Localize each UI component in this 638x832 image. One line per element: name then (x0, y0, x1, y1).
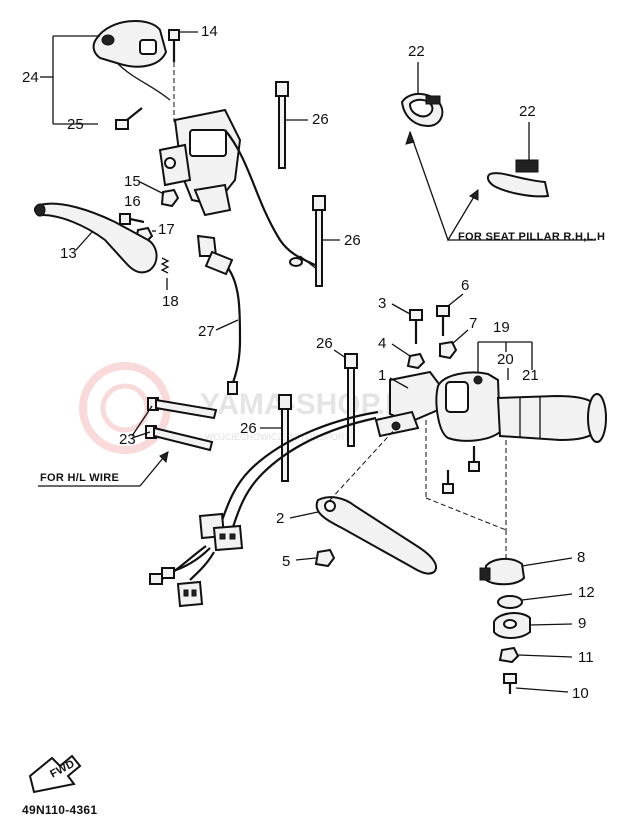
callout-26-c: 26 (316, 335, 333, 352)
bolt-16 (119, 213, 145, 225)
callout-13: 13 (60, 245, 77, 262)
callout-18: 18 (162, 293, 179, 310)
nut-5 (314, 548, 336, 568)
cable-tie-26-c (344, 353, 358, 447)
callout-26-d: 26 (240, 420, 257, 437)
bolt-6 (436, 305, 450, 336)
screw-lower-a (468, 446, 480, 472)
callout-23: 23 (119, 431, 136, 448)
diagram-code: 49N110-4361 (22, 803, 97, 817)
callout-12: 12 (578, 584, 595, 601)
callout-17: 17 (158, 221, 175, 238)
note-hl-wire: FOR H/L WIRE (40, 472, 119, 484)
callout-16: 16 (124, 193, 141, 210)
nut-7 (439, 340, 458, 360)
brake-lever-13 (34, 202, 158, 274)
cable-guide-8 (479, 558, 526, 586)
handlebar-grip (496, 393, 607, 443)
bolt-14 (168, 29, 180, 62)
cable-tie-26-a (275, 81, 289, 169)
washer-12 (497, 595, 523, 609)
note-seat-pillar: FOR SEAT PILLAR R.H,L.H (458, 231, 605, 243)
spring-18 (160, 257, 170, 274)
collar-9 (493, 612, 531, 639)
callout-19: 19 (493, 319, 510, 336)
callout-21: 21 (522, 367, 539, 384)
callout-4: 4 (378, 335, 386, 352)
callout-3: 3 (378, 295, 386, 312)
watermark-subtext: WOJCIECHOWICZ MOTORSPORT (205, 432, 350, 442)
master-cylinder (158, 108, 242, 217)
clamp-22-b (486, 159, 550, 198)
callout-5: 5 (282, 553, 290, 570)
brake-switch-wire-27 (196, 234, 242, 395)
bolt-3 (409, 309, 423, 344)
wiring-harness (149, 410, 379, 608)
nut-11 (498, 646, 520, 664)
callout-10: 10 (572, 685, 589, 702)
callout-8: 8 (577, 549, 585, 566)
callout-27: 27 (198, 323, 215, 340)
lever-2 (315, 496, 438, 575)
screw-lower-b (442, 470, 454, 494)
callout-20: 20 (497, 351, 514, 368)
cable-tie-26-b (312, 195, 326, 287)
callout-14: 14 (201, 23, 218, 40)
throttle-housing (435, 371, 502, 442)
callout-22-a: 22 (408, 43, 425, 60)
callout-7: 7 (469, 315, 477, 332)
callout-15: 15 (124, 173, 141, 190)
fwd-arrow-icon: FWD (28, 754, 82, 794)
clamp-22-a (400, 93, 444, 128)
callout-9: 9 (578, 615, 586, 632)
callout-26-b: 26 (344, 232, 361, 249)
callout-11: 11 (578, 649, 594, 666)
watermark: YAMA-SHOP.PL WOJCIECHOWICZ MOTORSPORT (79, 362, 423, 454)
screw-10 (503, 673, 517, 694)
callout-25: 25 (67, 116, 84, 133)
wire-band-23-a (147, 397, 218, 420)
callout-1: 1 (378, 367, 386, 384)
callout-2: 2 (276, 510, 284, 527)
nut-15 (160, 188, 180, 208)
callout-24: 24 (22, 69, 39, 86)
callout-22-b: 22 (519, 103, 536, 120)
nut-4 (406, 352, 426, 370)
screw-25 (115, 107, 143, 130)
callout-26-a: 26 (312, 111, 329, 128)
wire-band-23-b (145, 425, 214, 452)
callout-6: 6 (461, 277, 469, 294)
left-switch-housing (92, 20, 171, 101)
